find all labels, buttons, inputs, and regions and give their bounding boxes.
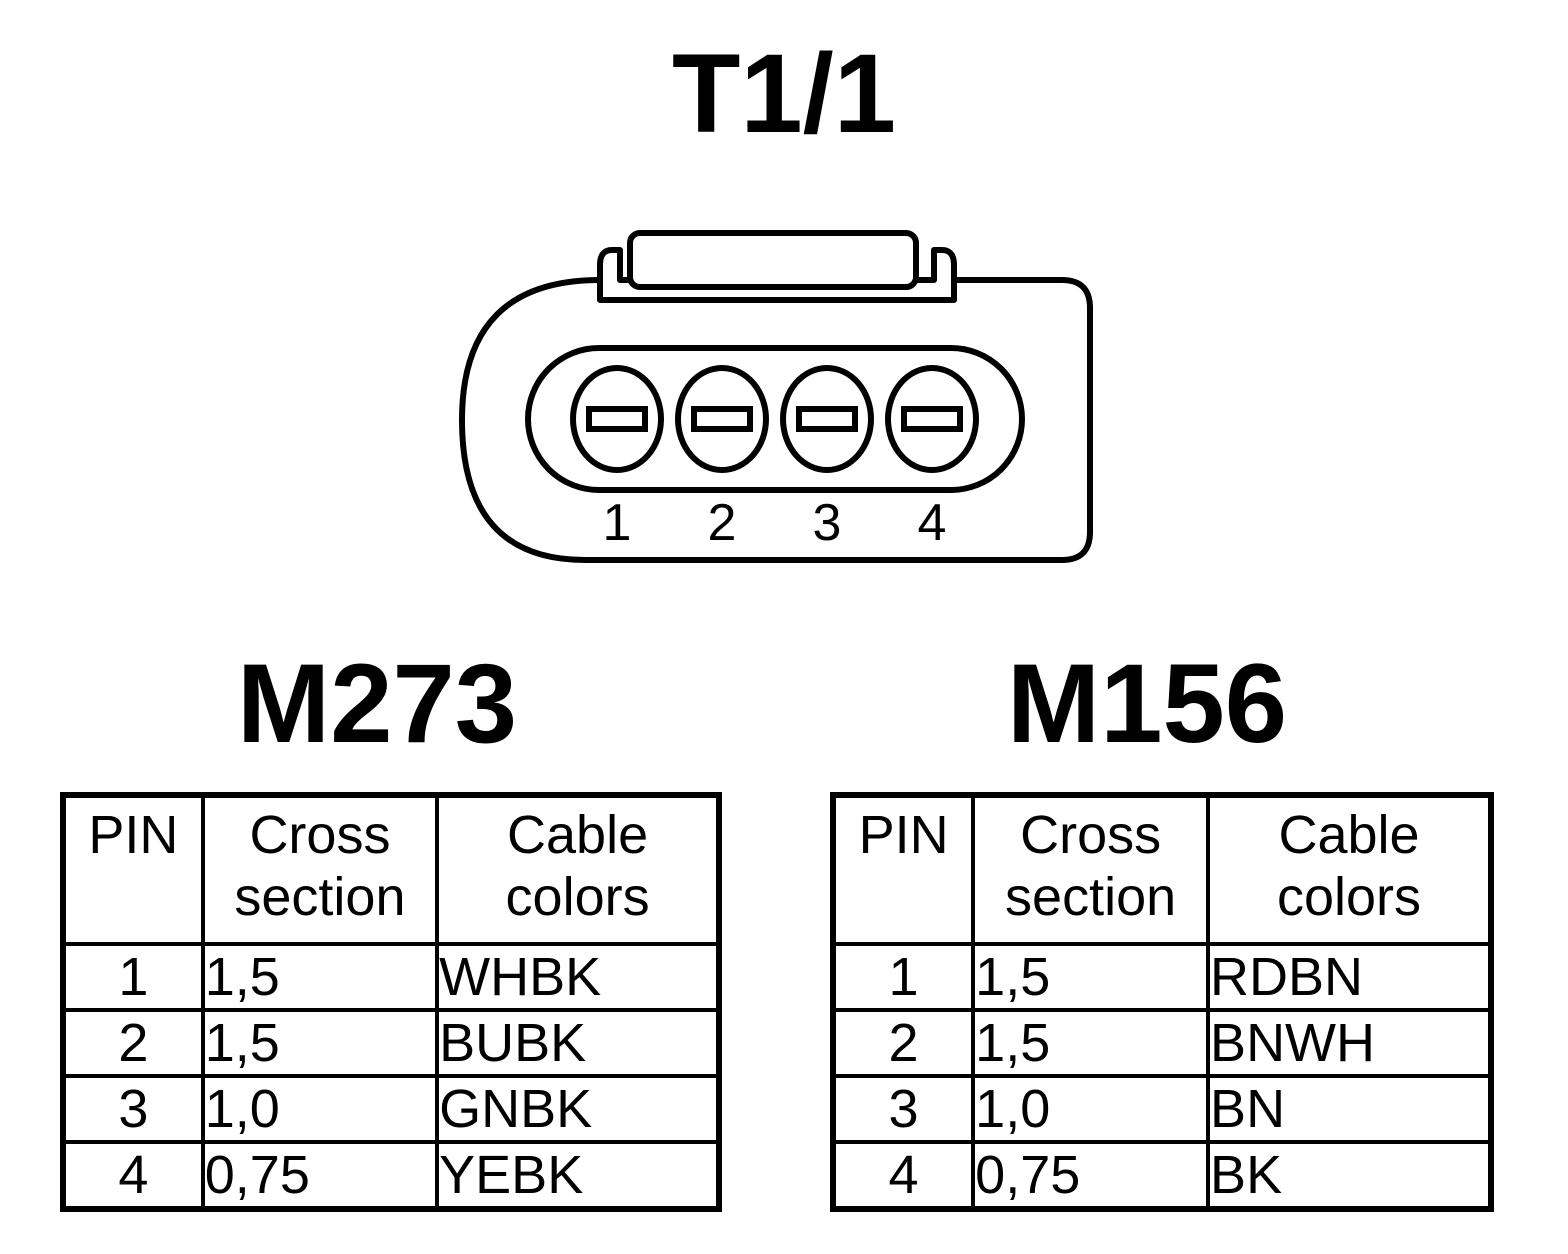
- pin-cell: 3: [61, 1074, 205, 1144]
- cable-color-cell: BK: [1206, 1140, 1493, 1211]
- pin-number-label: 2: [708, 494, 737, 552]
- connector-drawing: 1 2 3 4: [459, 230, 1093, 563]
- m273-title: M273: [236, 641, 518, 766]
- pin-cell: 3: [830, 1074, 976, 1144]
- pin-cell: 1: [61, 942, 205, 1012]
- cross-section-cell: 1,0: [200, 1074, 440, 1144]
- pin-cell: 2: [830, 1008, 976, 1078]
- cable-color-cell: BNWH: [1206, 1008, 1493, 1078]
- pin-number-label: 3: [813, 494, 842, 552]
- cross-section-cell: 0,75: [200, 1140, 440, 1211]
- pin-slot: [586, 406, 648, 432]
- pin-slot: [901, 406, 963, 432]
- pin-cell: 2: [61, 1008, 205, 1078]
- cross-section-cell: 0,75: [971, 1140, 1211, 1211]
- header-pin: PIN: [61, 793, 205, 946]
- pin-cell: 4: [61, 1140, 205, 1211]
- latch-tab: [627, 230, 919, 290]
- cable-color-cell: BUBK: [435, 1008, 721, 1078]
- pin-cell: 1: [830, 942, 976, 1012]
- pin-number-label: 4: [918, 494, 947, 552]
- cross-section-cell: 1,5: [971, 942, 1211, 1012]
- cable-color-cell: RDBN: [1206, 942, 1493, 1012]
- pin-slot: [691, 406, 753, 432]
- pin-slot: [796, 406, 858, 432]
- cross-section-cell: 1,0: [971, 1074, 1211, 1144]
- cross-section-cell: 1,5: [200, 1008, 440, 1078]
- cable-color-cell: YEBK: [435, 1140, 721, 1211]
- header-pin: PIN: [830, 793, 976, 946]
- cable-color-cell: BN: [1206, 1074, 1493, 1144]
- m156-title: M156: [1006, 641, 1288, 766]
- cable-color-cell: GNBK: [435, 1074, 721, 1144]
- connector-title: T1/1: [671, 31, 897, 156]
- cross-section-cell: 1,5: [200, 942, 440, 1012]
- cross-section-cell: 1,5: [971, 1008, 1211, 1078]
- cable-color-cell: WHBK: [435, 942, 721, 1012]
- pin-number-label: 1: [603, 494, 632, 552]
- pin-cell: 4: [830, 1140, 976, 1211]
